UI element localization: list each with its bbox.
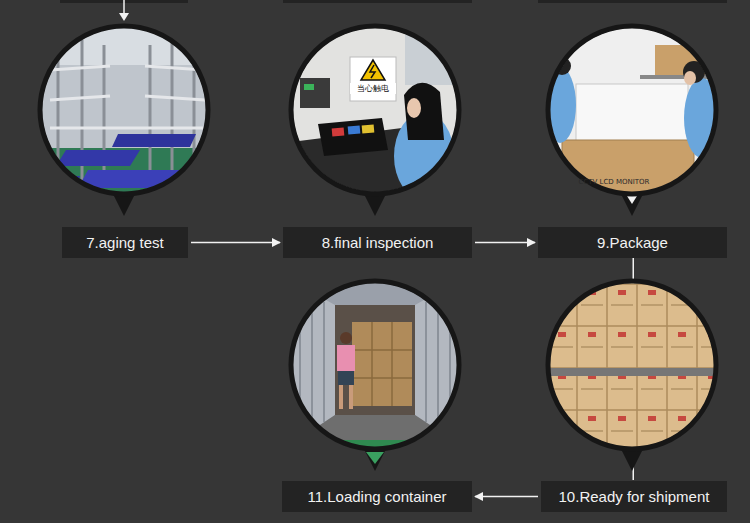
photo-detail <box>576 84 688 142</box>
photo-detail <box>300 78 330 108</box>
step-label: 10.Ready for shipment <box>559 488 710 506</box>
photo-ring <box>548 281 716 449</box>
photo-detail <box>290 280 460 460</box>
photo-detail <box>339 385 343 409</box>
photo-detail <box>39 25 209 200</box>
step-label: 7.aging test <box>86 234 164 252</box>
photo-detail <box>352 377 412 379</box>
step-box: 8.final inspection <box>283 227 472 258</box>
photo-detail <box>437 298 439 430</box>
photo-detail <box>50 66 205 128</box>
photo-text: CCTV LCD MONITOR <box>566 178 662 186</box>
photo-detail <box>299 292 301 438</box>
photo-detail <box>335 305 415 415</box>
photo-detail <box>449 292 451 438</box>
photo-detail <box>391 322 393 406</box>
photo-detail <box>39 25 209 65</box>
photo-detail <box>404 83 444 140</box>
photo-detail <box>290 25 460 200</box>
flow-arrow <box>191 242 280 244</box>
photo-text: 当心触电 <box>350 83 396 94</box>
photo-detail <box>290 280 460 455</box>
step-box: 9.Package <box>538 227 727 258</box>
photo-detail <box>56 150 140 166</box>
photo-detail <box>112 134 196 147</box>
photo-detail <box>323 302 325 422</box>
photo-detail <box>318 118 388 156</box>
box-edge <box>283 0 472 3</box>
photo-detail <box>332 127 345 136</box>
incoming-arrowhead <box>119 13 129 21</box>
photo-detail <box>684 71 696 85</box>
photo-detail <box>352 322 412 406</box>
warning-sign <box>350 57 396 101</box>
incoming-line <box>123 0 125 14</box>
photo-detail <box>145 96 205 100</box>
photo-detail <box>50 127 205 130</box>
aging-test-photo <box>39 25 209 216</box>
pointer-mark <box>627 196 637 204</box>
photo-detail <box>352 349 412 351</box>
photo-detail <box>50 96 110 100</box>
photo-detail <box>370 65 375 78</box>
step-label: 9.Package <box>597 234 668 252</box>
photo-detail <box>311 298 313 430</box>
photo-detail <box>149 45 152 175</box>
photo-detail <box>290 25 465 200</box>
step-box: 11.Loading container <box>282 481 472 512</box>
photo-detail <box>371 322 373 406</box>
step-label: 8.final inspection <box>322 234 434 252</box>
photo-detail <box>349 385 353 409</box>
photo-ring <box>291 281 459 449</box>
step-box: 7.aging test <box>62 227 188 258</box>
container-photo <box>290 280 460 471</box>
photo-detail <box>39 25 209 200</box>
photo-detail <box>352 322 412 406</box>
photo-ring <box>548 26 716 194</box>
photo-detail <box>544 25 720 202</box>
photo-detail <box>348 125 361 134</box>
photo-detail <box>337 345 355 371</box>
step-label: 11.Loading container <box>308 488 447 506</box>
shipment-photo <box>547 280 717 471</box>
photo-detail <box>547 280 717 460</box>
flow-arrow <box>475 496 538 498</box>
pointer-mark <box>366 452 384 464</box>
photo-detail <box>425 302 427 422</box>
photo-detail <box>340 332 352 344</box>
photo-detail <box>407 98 421 118</box>
photo-detail <box>361 60 385 80</box>
photo-detail <box>338 371 354 385</box>
photo-detail <box>171 40 174 185</box>
package-photo <box>544 25 720 216</box>
flow-arrow <box>475 242 535 244</box>
photo-ring <box>291 26 459 194</box>
step-box: 10.Ready for shipment <box>541 481 727 512</box>
photo-ring <box>40 26 208 194</box>
photo-detail <box>58 40 194 190</box>
final-inspection-photo <box>290 25 465 216</box>
box-edge <box>538 0 727 3</box>
photo-detail <box>362 124 375 133</box>
photo-detail <box>547 284 717 460</box>
photo-detail <box>304 84 314 90</box>
photo-detail <box>50 66 110 70</box>
